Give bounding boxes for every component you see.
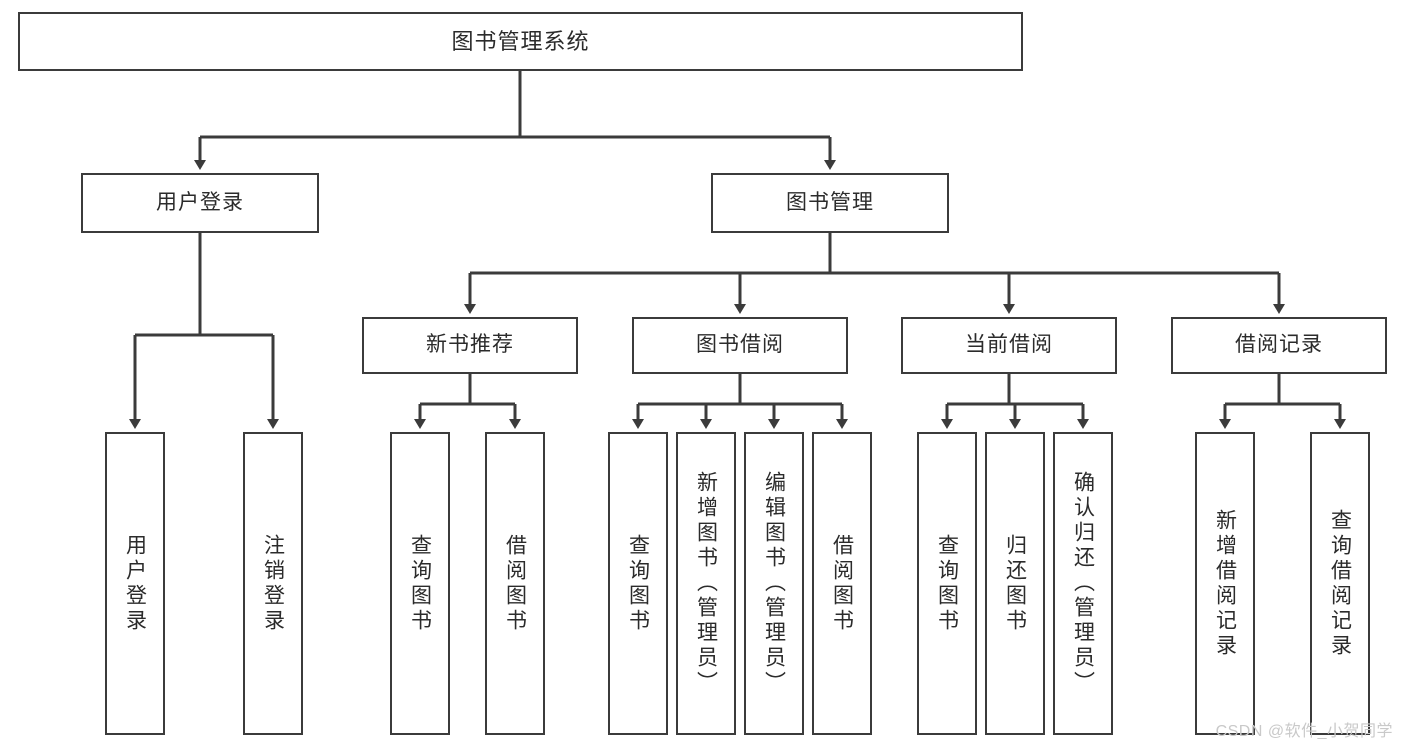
- leaf-confirm-return-label: 确认归还（管理员）: [1071, 471, 1095, 696]
- leaf-add-book[interactable]: 新增图书（管理员）: [676, 432, 736, 735]
- node-new-book-recommend-label: 新书推荐: [426, 333, 514, 357]
- node-root-label: 图书管理系统: [451, 28, 590, 54]
- leaf-user-login[interactable]: 用户登录: [105, 432, 165, 735]
- leaf-borrow-book-2-label: 借阅图书: [830, 533, 854, 634]
- leaf-edit-book[interactable]: 编辑图书（管理员）: [744, 432, 804, 735]
- leaf-query-book-3[interactable]: 查询图书: [917, 432, 977, 735]
- node-book-borrow-label: 图书借阅: [696, 333, 784, 357]
- leaf-add-record[interactable]: 新增借阅记录: [1195, 432, 1255, 735]
- leaf-query-record-label: 查询借阅记录: [1328, 508, 1352, 659]
- leaf-edit-book-label: 编辑图书（管理员）: [762, 471, 786, 696]
- leaf-user-login-label: 用户登录: [123, 533, 147, 634]
- node-new-book-recommend[interactable]: 新书推荐: [362, 317, 578, 374]
- node-current-borrow[interactable]: 当前借阅: [901, 317, 1117, 374]
- leaf-logout-label: 注销登录: [261, 533, 285, 634]
- watermark: CSDN @软件_小贺同学: [1215, 723, 1393, 740]
- leaf-logout[interactable]: 注销登录: [243, 432, 303, 735]
- leaf-return-book-label: 归还图书: [1003, 533, 1027, 634]
- node-book-manage-label: 图书管理: [786, 190, 874, 214]
- leaf-return-book[interactable]: 归还图书: [985, 432, 1045, 735]
- leaf-confirm-return[interactable]: 确认归还（管理员）: [1053, 432, 1113, 735]
- leaf-query-book-1-label: 查询图书: [408, 533, 432, 634]
- leaf-borrow-book-1[interactable]: 借阅图书: [485, 432, 545, 735]
- node-borrow-record-label: 借阅记录: [1235, 333, 1323, 357]
- node-user-login[interactable]: 用户登录: [81, 173, 319, 233]
- leaf-borrow-book-1-label: 借阅图书: [503, 533, 527, 634]
- leaf-query-book-3-label: 查询图书: [935, 533, 959, 634]
- node-current-borrow-label: 当前借阅: [965, 333, 1053, 357]
- leaf-query-book-2-label: 查询图书: [626, 533, 650, 634]
- node-book-manage[interactable]: 图书管理: [711, 173, 949, 233]
- leaf-query-book-2[interactable]: 查询图书: [608, 432, 668, 735]
- leaf-add-book-label: 新增图书（管理员）: [694, 471, 718, 696]
- node-root[interactable]: 图书管理系统: [18, 12, 1023, 71]
- leaf-borrow-book-2[interactable]: 借阅图书: [812, 432, 872, 735]
- node-book-borrow[interactable]: 图书借阅: [632, 317, 848, 374]
- leaf-query-book-1[interactable]: 查询图书: [390, 432, 450, 735]
- node-borrow-record[interactable]: 借阅记录: [1171, 317, 1387, 374]
- leaf-add-record-label: 新增借阅记录: [1213, 508, 1237, 659]
- node-user-login-label: 用户登录: [156, 190, 244, 214]
- leaf-query-record[interactable]: 查询借阅记录: [1310, 432, 1370, 735]
